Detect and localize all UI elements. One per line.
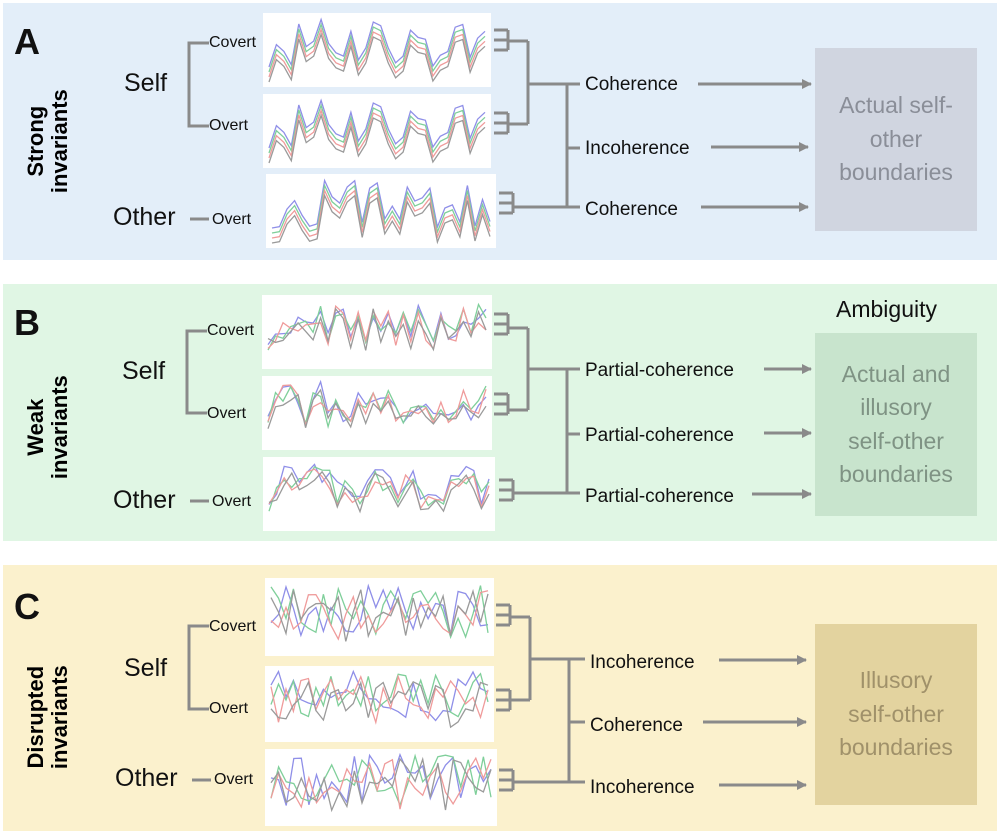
- panel-a-overt-label: Overt: [209, 117, 249, 134]
- time-series-line: [270, 680, 489, 729]
- panel-c-other-overt-label: Overt: [214, 771, 254, 788]
- time-series-line: [268, 32, 486, 83]
- panel-c-side-label-line2: invariants: [47, 665, 72, 770]
- panel-c-outcome-box: Illusory self-other boundaries: [815, 624, 977, 805]
- panel-a-flow-1: Coherence: [585, 74, 678, 95]
- time-series-line: [268, 103, 486, 154]
- panel-a-self-covert-plot: [263, 13, 491, 87]
- time-series-line: [270, 585, 489, 640]
- panel-b-flow-1: Partial-coherence: [585, 360, 734, 381]
- time-series-line: [268, 27, 486, 78]
- time-series-line: [268, 22, 486, 73]
- time-series-line: [270, 674, 489, 725]
- panel-b-side-label-line1: Weak: [22, 398, 48, 456]
- panel-c-flow-2: Coherence: [590, 715, 683, 736]
- panel-a-covert-label: Covert: [209, 34, 257, 51]
- panel-b-outcome-line4: boundaries: [839, 460, 953, 487]
- time-series-line: [271, 183, 491, 235]
- time-series-line: [270, 753, 492, 807]
- time-series-line: [267, 307, 487, 352]
- panel-b-ambiguity-label: Ambiguity: [836, 296, 937, 322]
- panel-a-outcome-line3: boundaries: [839, 159, 953, 186]
- time-series-line: [271, 178, 491, 230]
- time-series-line: [270, 756, 492, 810]
- panel-c-outcome-line2: self-other: [848, 700, 944, 727]
- panel-c-side-label: Disrupted invariants: [22, 652, 72, 782]
- panel-a-letter: A: [14, 21, 40, 62]
- panel-a-outcome-line2: other: [869, 125, 923, 152]
- panel-b-outcome-line1: Actual and: [841, 360, 951, 387]
- panel-b-side-label: Weak invariants: [22, 362, 72, 492]
- panel-a-flow-2: Incoherence: [585, 138, 690, 159]
- panel-c-other-overt-plot: [265, 749, 497, 826]
- time-series-line: [268, 468, 490, 510]
- panel-b-other-overt-plot: [263, 457, 495, 531]
- panel-c-letter: C: [14, 586, 40, 627]
- panel-b-outcome-line3: self-other: [848, 427, 944, 454]
- panel-c-other-label: Other: [115, 764, 178, 792]
- panel-c-self-label: Self: [124, 654, 168, 682]
- panel-b-side-label-line2: invariants: [47, 375, 72, 480]
- panel-c-flow-3: Incoherence: [590, 777, 695, 798]
- panel-a-other-overt-plot: [266, 174, 496, 248]
- panel-a-side-label-line1: Strong: [22, 105, 48, 177]
- time-series-line: [271, 188, 491, 240]
- panel-b-other-overt-label: Overt: [212, 493, 252, 510]
- panel-b-letter: B: [14, 302, 40, 343]
- panel-b-self-overt-plot: [262, 376, 492, 450]
- panel-a-outcome-line1: Actual self-: [839, 92, 953, 119]
- panel-a-other-label: Other: [113, 203, 176, 231]
- panel-a-side-label: Strong invariants: [22, 76, 72, 206]
- time-series-line: [267, 304, 487, 350]
- panel-c-outcome-line1: Illusory: [859, 667, 933, 694]
- panel-b-covert-label: Covert: [207, 322, 255, 339]
- panel-c-self-covert-plot: [265, 578, 494, 656]
- panel-a-self-overt-plot: [263, 94, 491, 168]
- panel-c-side-label-line1: Disrupted: [22, 665, 48, 769]
- panel-b-other-label: Other: [113, 486, 176, 514]
- time-series-line: [271, 193, 491, 245]
- panel-c-covert-label: Covert: [209, 618, 257, 635]
- time-series-line: [270, 756, 492, 813]
- panel-b-self-label: Self: [122, 357, 166, 385]
- time-series-line: [268, 470, 490, 514]
- panel-c-flow-1: Incoherence: [590, 652, 695, 673]
- panel-a-flow-3: Coherence: [585, 199, 678, 220]
- panel-b-self-covert-plot: [262, 295, 492, 369]
- time-series-line: [268, 17, 486, 68]
- panel-a-other-overt-label: Overt: [212, 211, 252, 228]
- panel-b-overt-label: Overt: [207, 405, 247, 422]
- panel-b-flow-2: Partial-coherence: [585, 425, 734, 446]
- panel-a-self-label: Self: [124, 69, 168, 97]
- time-series-line: [270, 588, 489, 642]
- panel-c-self-overt-plot: [265, 666, 494, 742]
- time-series-line: [268, 98, 486, 149]
- time-series-line: [270, 669, 489, 722]
- panel-a-outcome-box: Actual self- other boundaries: [815, 48, 977, 231]
- panel-b-outcome-line2: illusory: [860, 394, 932, 421]
- panel-c-outcome-line3: boundaries: [839, 734, 953, 761]
- panel-b-flow-3: Partial-coherence: [585, 486, 734, 507]
- panel-c-overt-label: Overt: [209, 700, 249, 717]
- time-series-line: [268, 113, 486, 164]
- time-series-line: [267, 388, 487, 429]
- time-series-line: [268, 466, 490, 512]
- time-series-line: [268, 108, 486, 159]
- panel-b-outcome-box: Actual and illusory self-other boundarie…: [815, 333, 977, 516]
- panel-a-side-label-line2: invariants: [47, 89, 72, 194]
